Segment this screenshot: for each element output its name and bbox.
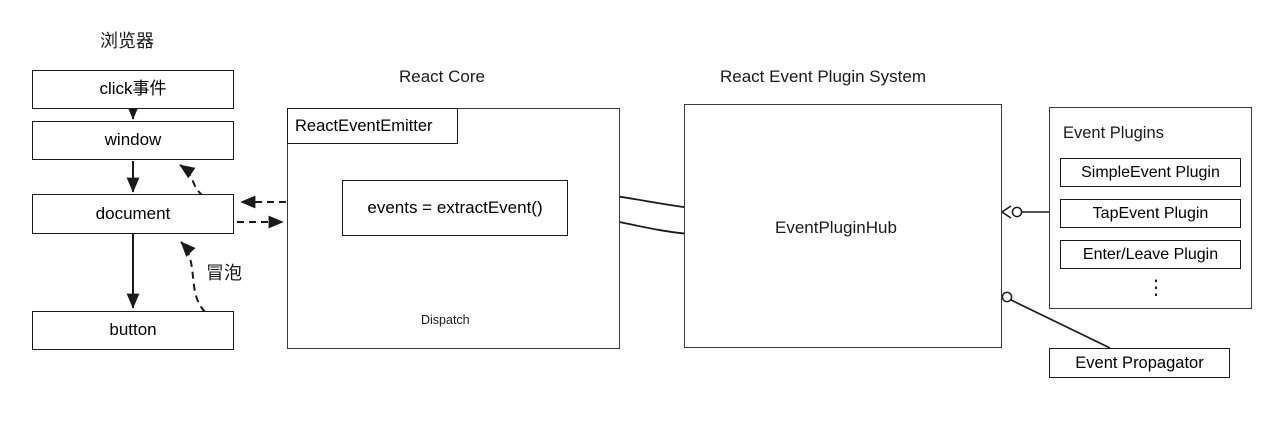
socket-circle-plugins xyxy=(1011,206,1023,218)
bubble-curve-button-to-document xyxy=(180,241,206,313)
plugin-item-enter-leave[interactable]: Enter/Leave Plugin xyxy=(1060,240,1241,269)
connector-hub-to-propagator xyxy=(1010,299,1111,349)
react-event-emitter-box[interactable]: ReactEventEmitter xyxy=(287,108,458,144)
plugin-item-tap-event[interactable]: TapEvent Plugin xyxy=(1060,199,1241,228)
browser-title: 浏览器 xyxy=(100,31,154,51)
browser-node-window[interactable]: window xyxy=(32,121,234,160)
event-propagator-box[interactable]: Event Propagator xyxy=(1049,348,1230,378)
bubble-label: 冒泡 xyxy=(206,263,242,283)
arrowhead-into-hub-plugins xyxy=(1000,205,1012,219)
browser-node-button[interactable]: button xyxy=(32,311,234,350)
plugins-more-ellipsis-icon: ⋮ xyxy=(1146,277,1166,299)
event-plugin-hub-label: EventPluginHub xyxy=(775,218,897,237)
browser-node-click-event[interactable]: click事件 xyxy=(32,70,234,109)
react-core-title: React Core xyxy=(399,67,485,86)
bubble-curve-document-to-window xyxy=(179,164,204,197)
plugin-item-simple-event[interactable]: SimpleEvent Plugin xyxy=(1060,158,1241,187)
socket-circle-propagator xyxy=(1001,291,1013,303)
dispatch-label: Dispatch xyxy=(421,313,470,327)
plugin-system-container xyxy=(684,104,1002,348)
extract-event-box[interactable]: events = extractEvent() xyxy=(342,180,568,236)
event-plugins-header: Event Plugins xyxy=(1063,124,1164,142)
browser-node-document[interactable]: document xyxy=(32,194,234,234)
plugin-system-title: React Event Plugin System xyxy=(720,67,926,86)
